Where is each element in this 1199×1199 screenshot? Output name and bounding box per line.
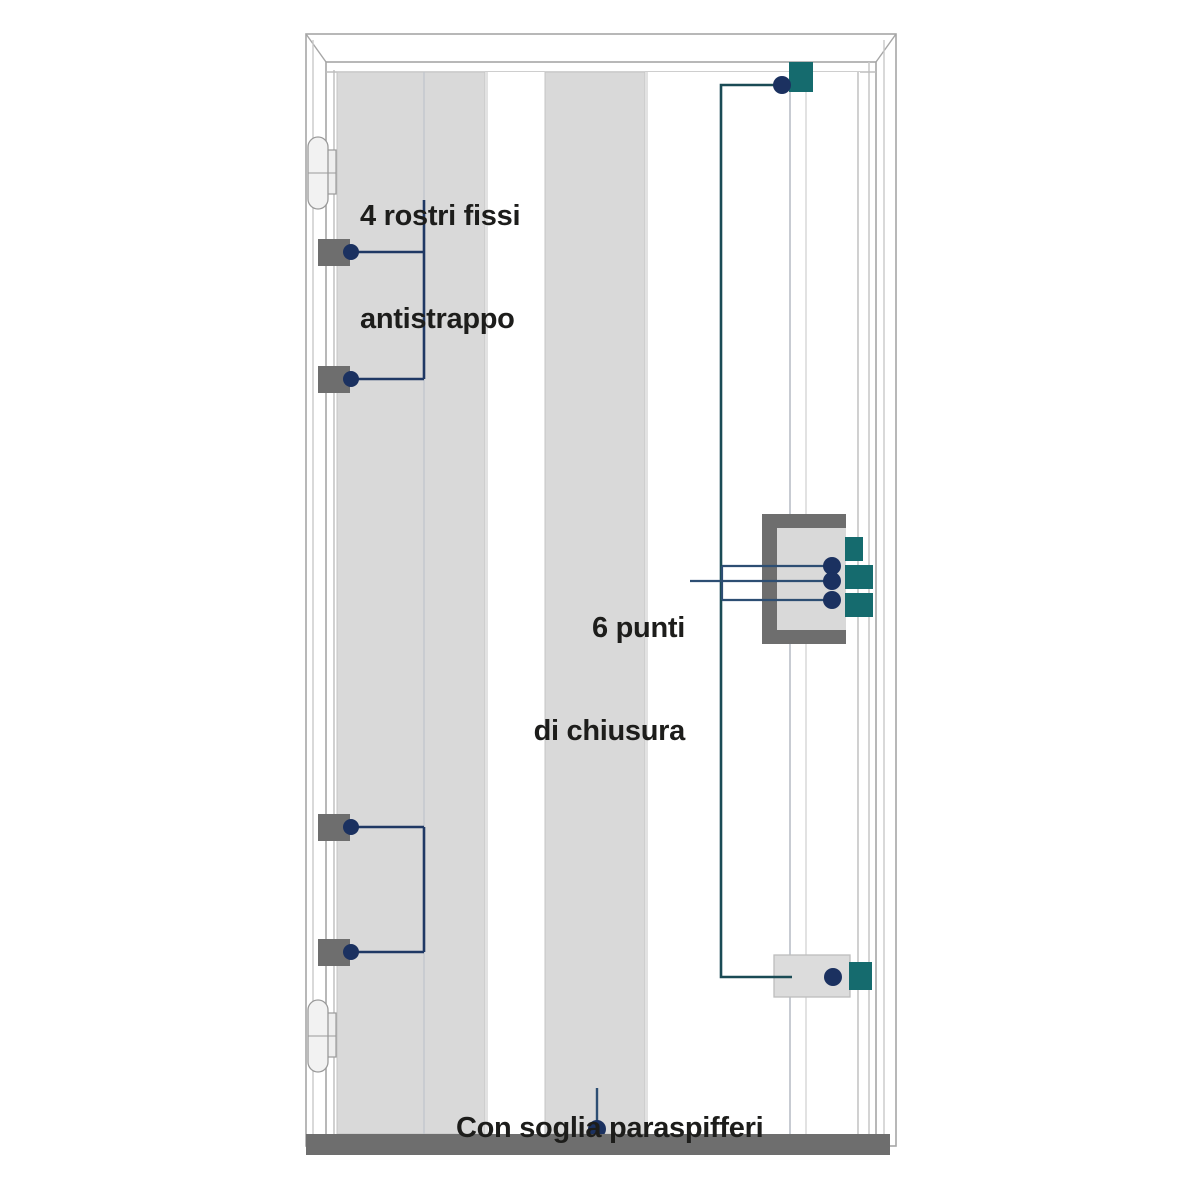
- soglia-leader-group: [588, 1088, 606, 1138]
- callout-rostri-line1: 4 rostri fissi: [360, 200, 521, 233]
- rostri-leader-dots: [343, 244, 359, 960]
- rostri-leader-lines: [350, 200, 426, 954]
- lock-bolt-teal-3: [845, 593, 873, 617]
- top-bolt-teal: [789, 62, 813, 92]
- linkage-top-run: [719, 83, 792, 979]
- lock-bolt-teal-1: [845, 537, 863, 561]
- top-bolt-dot: [773, 76, 791, 94]
- callout-punti-line2: di chiusura: [533, 715, 686, 748]
- punti-dot-1: [823, 557, 841, 575]
- rostri-dot-1: [343, 244, 359, 260]
- rostri-dot-2: [343, 371, 359, 387]
- punti-dot-3: [823, 591, 841, 609]
- threshold-bar: [306, 1134, 890, 1155]
- rostri-dot-3: [343, 819, 359, 835]
- callout-soglia-line1: Con soglia paraspifferi: [456, 1112, 764, 1145]
- callout-soglia: Con soglia paraspifferi: [456, 1043, 764, 1199]
- closing-linkage-dots: [773, 76, 842, 986]
- punti-leader-lines: [690, 564, 832, 602]
- bottom-bolt-dot: [824, 968, 842, 986]
- door-panel-stripe-2: [544, 71, 646, 1135]
- rostri-group: [318, 239, 350, 966]
- closing-linkage-lines: [719, 83, 792, 979]
- hinge-group: [307, 136, 337, 1073]
- lock-bolt-teal-2: [845, 565, 873, 589]
- threshold-group: [306, 1134, 890, 1155]
- top-bolt-group: [789, 62, 813, 92]
- frame-corner-diagonal-top-left: [305, 33, 327, 63]
- punti-dot-2: [823, 572, 841, 590]
- punti-leader-dots: [823, 557, 841, 609]
- bottom-bolt-teal: [849, 962, 872, 990]
- soglia-dot: [588, 1120, 606, 1138]
- callout-punti-line1: 6 punti: [592, 612, 685, 645]
- callout-rostri: 4 rostri fissi antistrappo: [360, 131, 521, 405]
- callout-punti-chiusura: 6 punti di chiusura: [530, 543, 686, 817]
- rostri-dot-4: [343, 944, 359, 960]
- frame-corner-diagonal-top-right: [875, 33, 897, 63]
- callout-rostri-line2: antistrappo: [360, 303, 515, 336]
